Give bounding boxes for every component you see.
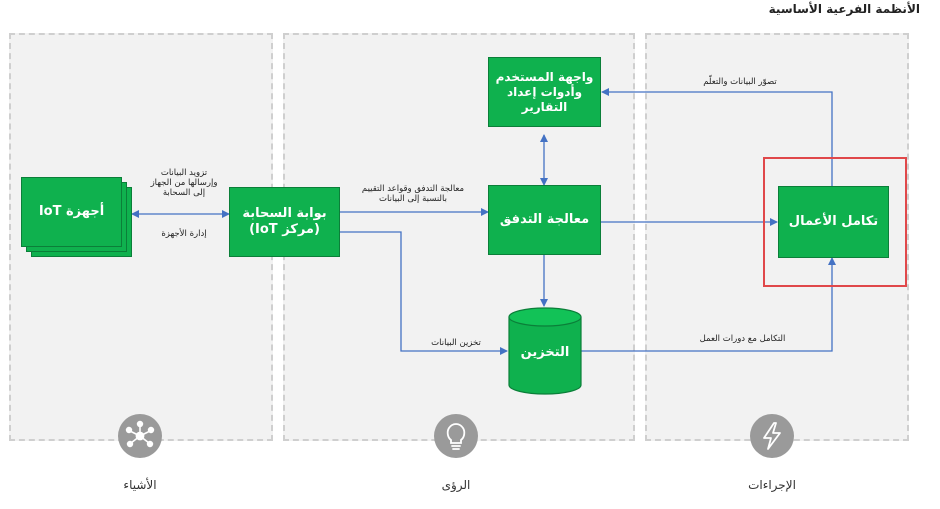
storage-node [508, 307, 582, 395]
highlight-frame [763, 157, 907, 287]
category-insights: الرؤى [441, 478, 471, 492]
label-stream-rules: معالجة التدفق وقواعد التقييم بالنسبة إلى… [361, 184, 465, 205]
label-provisioning: تزويد البيانات وإرسالها من الجهاز إلى ال… [150, 168, 218, 199]
business-integration-node: تكامل الأعمال [778, 186, 889, 258]
diagram-title: الأنظمة الفرعية الأساسية [768, 2, 920, 16]
edge-business-ui [601, 88, 833, 186]
edge-storage-business [581, 257, 836, 352]
stream-processing-node: معالجة التدفق [488, 185, 601, 255]
network-icon [118, 414, 162, 458]
storage-label: التخزين [520, 344, 570, 360]
cloud-gateway-node: بوابة السحابة (مركز IoT) [229, 187, 340, 257]
lightning-icon [750, 414, 794, 458]
category-things: الأشياء [123, 478, 157, 492]
label-visualization: تصوّر البيانات والتعلّم [703, 77, 777, 87]
label-workflow-integration: التكامل مع دورات العمل [699, 334, 786, 344]
label-storage-data: تخزين البيانات [431, 338, 481, 348]
label-device-management: إدارة الأجهزة [161, 229, 207, 239]
edge-gateway-storage [340, 231, 508, 355]
ui-reporting-node: واجهة المستخدم وأدوات إعداد التقارير [488, 57, 601, 127]
category-actions: الإجراءات [748, 478, 796, 492]
iot-devices-node: أجهزة IoT [21, 177, 122, 247]
lightbulb-icon [434, 414, 478, 458]
